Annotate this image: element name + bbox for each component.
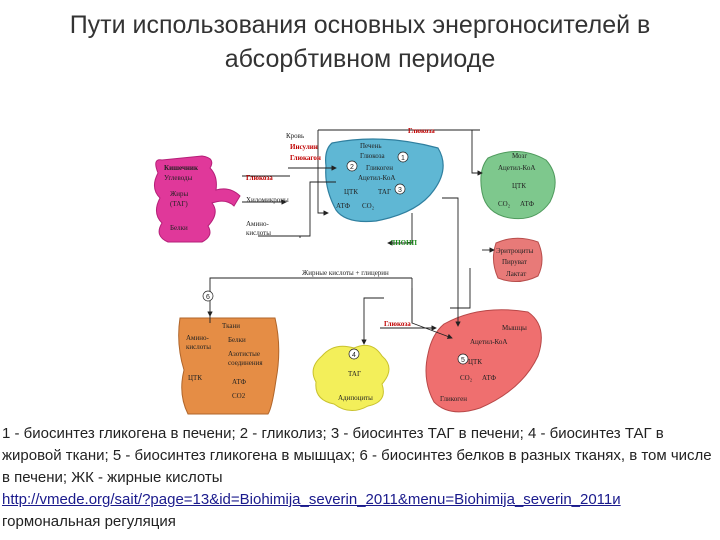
- liver-shape: [325, 138, 444, 223]
- brain-shape: [480, 151, 556, 220]
- pyruvate-label: Пируват: [502, 258, 527, 266]
- tissues-shape: [178, 317, 280, 415]
- glucose-muscle-label: Глюкоза: [384, 320, 411, 328]
- caption-text: 1 - биосинтез гликогена в печени; 2 - гл…: [2, 425, 712, 486]
- tissues-nitrogen-label-2: соединения: [228, 359, 263, 367]
- muscle-atp-label: АТФ: [482, 374, 497, 382]
- liver-glycogen-label: Гликоген: [366, 164, 393, 172]
- tissues-proteins-label: Белки: [228, 336, 246, 344]
- carbohydrates-label: Углеводы: [164, 174, 193, 182]
- lactate-label: Лактат: [506, 270, 526, 278]
- muscle-acetyl-coa-label: Ацетил-КоА: [470, 338, 507, 346]
- step-markers: [202, 151, 469, 365]
- insulin-label: Инсулин: [290, 143, 318, 151]
- amino-acids-label-1: Амино-: [246, 220, 269, 228]
- glucagon-label: Глюкагон: [290, 154, 321, 162]
- liver-acetyl-coa-label: Ацетил-КоА: [358, 174, 395, 182]
- liver-glucose-label: Глюкоза: [360, 152, 386, 160]
- tissues-tca-label: ЦТК: [188, 374, 202, 382]
- fats-label: Жиры: [170, 190, 189, 198]
- muscle-co2-label: СО₂: [460, 374, 473, 382]
- pathway-arrows: [207, 129, 495, 345]
- muscle-glycogen-label: Гликоген: [440, 395, 467, 403]
- glucose-top-label: Глюкоза: [408, 127, 435, 135]
- liver-co2-label: СО₂: [362, 202, 375, 210]
- chylomicrons-label: Хиломикроны: [246, 196, 289, 204]
- liver-tag-label: ТАГ: [378, 188, 391, 196]
- adipose-tag-label: ТАГ: [348, 370, 361, 378]
- adipose-shape: [312, 344, 390, 411]
- erythrocytes-label: Эритроциты: [496, 247, 534, 255]
- brain-atp-label: АТФ: [520, 200, 535, 208]
- vldl-label: ЛПОНП: [390, 239, 418, 247]
- adipocytes-label: Адипоциты: [338, 394, 373, 402]
- step-2-number: 2: [350, 164, 354, 171]
- step-6-number: 6: [206, 294, 210, 301]
- step-3-number: 3: [398, 187, 402, 194]
- blood-label: Кровь: [286, 132, 304, 140]
- title-line-2: абсорбтивном периоде: [224, 45, 496, 73]
- brain-label: Мозг: [512, 152, 527, 160]
- muscle-tca-label: ЦТК: [468, 358, 482, 366]
- slide-title: Пути использования основных энергоносите…: [0, 8, 720, 76]
- tissues-amino-label-2: кислоты: [186, 343, 211, 351]
- muscle-shape: [425, 309, 542, 413]
- source-link[interactable]: http://vmede.org/sait/?page=13&id=Biohim…: [2, 491, 621, 508]
- tissues-atp-label: АТФ: [232, 378, 247, 386]
- step-1-number: 1: [401, 155, 405, 162]
- brain-co2-label: СО₂: [498, 200, 511, 208]
- tissues-co2-label: СО2: [232, 392, 246, 400]
- erythrocytes-shape: [492, 237, 543, 282]
- tissues-label: Ткани: [222, 322, 240, 330]
- liver-atp-label: АТФ: [336, 202, 351, 210]
- step-4-number: 4: [352, 352, 356, 359]
- metabolic-pathways-diagram: 1 2 3 6 4 5 Кровь Инсулин Глюкагон Глюко…: [154, 127, 556, 415]
- amino-acids-label-2: кислоты: [246, 229, 271, 237]
- liver-label: Печень: [360, 142, 382, 150]
- fa-glycerol-label: Жирные кислоты + глицерин: [302, 269, 389, 277]
- intestine-label: Кишечник: [164, 164, 199, 172]
- glucose-intestine-label: Глюкоза: [246, 174, 273, 182]
- proteins-intestine-label: Белки: [170, 224, 188, 232]
- title-line-1: Пути использования основных энергоносите…: [69, 11, 651, 39]
- muscle-label: Мышцы: [502, 324, 527, 332]
- liver-tca-label: ЦТК: [344, 188, 358, 196]
- brain-tca-label: ЦТК: [512, 182, 526, 190]
- intestine-shape: [154, 155, 241, 243]
- tissues-amino-label-1: Амино-: [186, 334, 209, 342]
- brain-acetyl-coa-label: Ацетил-КоА: [498, 164, 535, 172]
- tissues-nitrogen-label-1: Азотистые: [228, 350, 260, 358]
- figure-caption: 1 - биосинтез гликогена в печени; 2 - гл…: [2, 423, 718, 533]
- caption-tail: гормональная регуляция: [2, 513, 176, 530]
- step-5-number: 5: [461, 357, 465, 364]
- tag-intestine-label: (ТАГ): [170, 200, 188, 208]
